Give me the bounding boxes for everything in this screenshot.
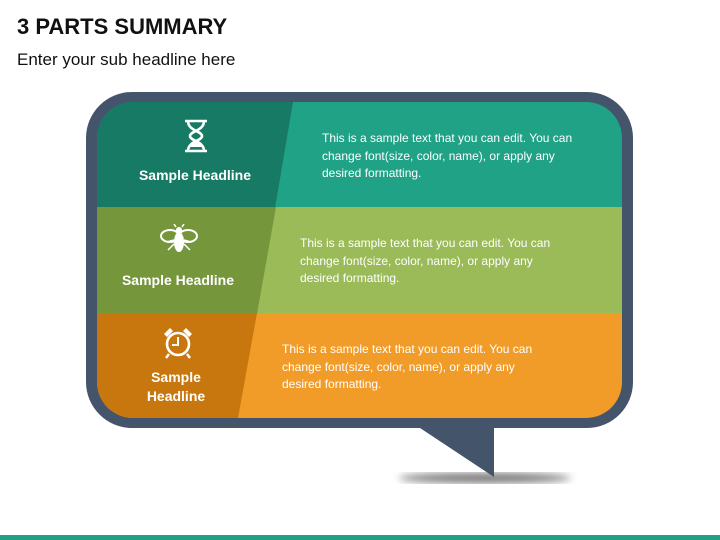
bubble-shadow <box>399 473 571 483</box>
row1-headline: Sample Headline <box>138 167 252 183</box>
bee-icon <box>160 224 198 252</box>
page-title: 3 PARTS SUMMARY <box>17 14 228 39</box>
bubble-tail <box>417 426 494 477</box>
row2-text: This is a sample text that you can edit.… <box>300 236 551 285</box>
row1-dark <box>97 102 293 208</box>
hourglass-icon <box>185 119 207 153</box>
alarm-clock-icon <box>164 328 192 359</box>
row1-text: This is a sample text that you can edit.… <box>322 131 573 180</box>
row3-dark <box>97 313 257 418</box>
row2-dark <box>97 207 276 314</box>
footer-accent-bar <box>0 535 720 540</box>
row3-headline: Sample Headline <box>146 369 206 404</box>
row2-headline: Sample Headline <box>121 272 235 288</box>
page-subtitle: Enter your sub headline here <box>17 50 236 69</box>
row3-text: This is a sample text that you can edit.… <box>282 342 533 391</box>
